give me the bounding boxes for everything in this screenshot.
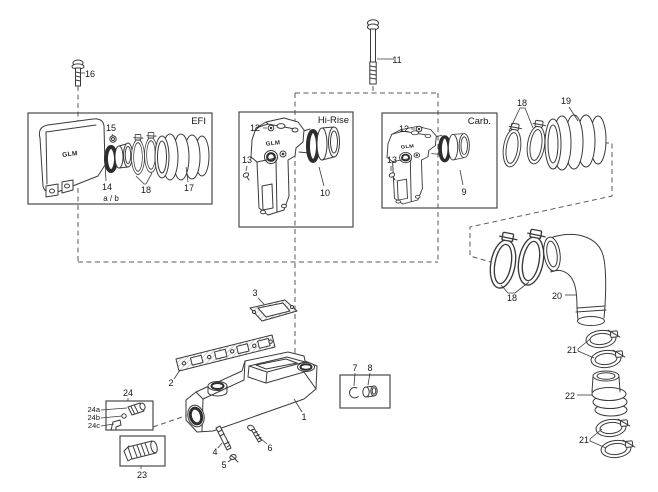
group-box-hi-rise: Hi-Rise [238, 111, 354, 228]
part-bolt-11 [367, 19, 379, 85]
callout-19: 19 [561, 96, 571, 106]
part-clamps-18-upper-right [500, 119, 549, 169]
callout-7: 7 [352, 363, 357, 373]
part-elbow-hose-20 [543, 233, 607, 326]
callout-labels: 16 11 15 14 a / b 18 17 12 13 10 12 13 9… [85, 55, 589, 480]
callout-12-hi-rise: 12 [250, 123, 260, 133]
part-screw-13-hi-rise [242, 172, 250, 181]
callout-10: 10 [320, 188, 330, 198]
callout-24a: 24a [87, 405, 100, 414]
group-box-carb: Carb. [381, 112, 498, 209]
part-screw-13-carb [388, 172, 396, 181]
part-elbow-24c [110, 419, 122, 431]
callout-24: 24 [123, 388, 133, 398]
part-gasket-3 [249, 299, 298, 322]
callout-17: 17 [184, 183, 194, 193]
callout-3: 3 [252, 288, 257, 298]
part-bolt-16 [71, 59, 85, 87]
group-label-efi: EFI [191, 116, 206, 127]
callout-12-carb: 12 [399, 124, 409, 134]
callout-2: 2 [168, 378, 173, 388]
callout-5: 5 [221, 460, 226, 470]
part-manifold-1 [185, 351, 318, 433]
part-bolt-6 [247, 424, 262, 443]
part-stud-4 [215, 425, 232, 451]
callout-18-mid-right: 18 [507, 293, 517, 303]
part-ball-24b [121, 413, 127, 419]
part-riser-carb-9 [385, 124, 472, 206]
callout-16: 16 [85, 69, 95, 79]
callout-8: 8 [367, 363, 372, 373]
callout-4: 4 [212, 447, 217, 457]
group-box-24 [105, 400, 154, 431]
part-washer-15 [109, 135, 117, 143]
group-box-23 [119, 435, 166, 467]
part-screw-5 [229, 453, 239, 463]
part-bushing-8 [362, 385, 378, 398]
collar-ring [104, 145, 118, 173]
callout-18-efi: 18 [141, 185, 151, 195]
callout-24b: 24b [87, 413, 100, 422]
part-clamps-18-efi [131, 132, 158, 175]
callout-leader-lines [81, 58, 607, 469]
callout-18-upper-right: 18 [517, 98, 527, 108]
callout-20: 20 [552, 291, 562, 301]
part-riser-hi-rise-10 [249, 116, 342, 217]
callout-21-top: 21 [567, 345, 577, 355]
part-clamps-21-bottom [594, 417, 637, 460]
brand-logo-efi-elbow: GLM [62, 150, 78, 159]
callout-22: 22 [565, 391, 575, 401]
group-box-7-8 [339, 374, 391, 409]
callout-13-carb: 13 [387, 155, 397, 165]
part-clamps-18-mid-right [486, 227, 550, 291]
callout-14ab: a / b [103, 194, 119, 203]
part-efi-exhaust-elbow-14: GLM [38, 118, 133, 198]
part-bellows-17 [154, 133, 210, 181]
callout-9: 9 [461, 187, 466, 197]
callout-13-hi-rise: 13 [242, 155, 252, 165]
part-fitting-24a [127, 402, 146, 416]
callout-1: 1 [301, 412, 306, 422]
callout-6: 6 [267, 443, 272, 453]
part-screw-12-carb [415, 125, 423, 133]
callout-15: 15 [106, 123, 116, 133]
part-bellows-19 [544, 114, 607, 171]
group-label-carb: Carb. [468, 116, 491, 127]
group-label-hi-rise: Hi-Rise [318, 115, 349, 126]
callout-24c: 24c [88, 421, 100, 430]
callout-14: 14 [102, 182, 112, 192]
part-screw-12-hi-rise [267, 124, 275, 132]
part-gasket-2 [175, 334, 276, 372]
callout-11: 11 [392, 55, 401, 65]
part-clamps-21-top [584, 328, 627, 370]
callout-23: 23 [137, 470, 147, 480]
callout-21-bottom: 21 [579, 435, 589, 445]
group-box-efi: EFI [27, 112, 213, 205]
part-bellows-22 [591, 370, 628, 417]
part-ring-7 [349, 386, 359, 399]
